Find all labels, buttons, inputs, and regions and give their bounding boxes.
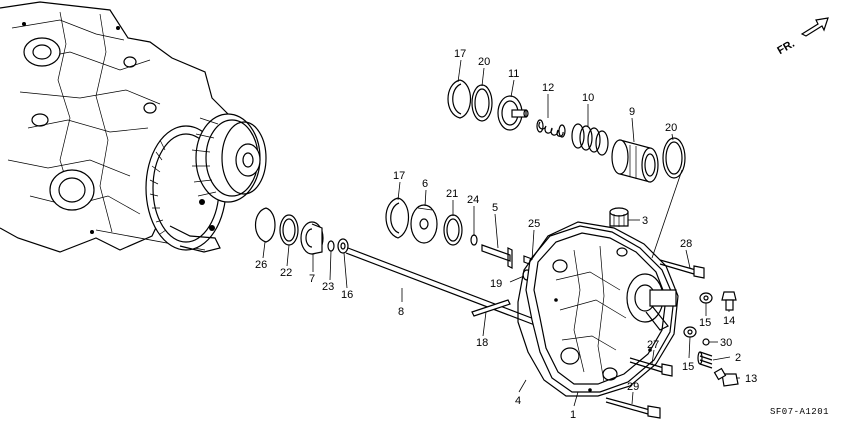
callout-12: 12 xyxy=(542,82,554,94)
o-ring-20-upper xyxy=(471,84,493,122)
front-direction-label: FR. xyxy=(775,38,796,57)
callout-29: 29 xyxy=(627,381,639,393)
pin-5 xyxy=(481,244,513,269)
callout-18: 18 xyxy=(476,337,488,349)
o-ring-24 xyxy=(470,234,478,246)
callout-13: 13 xyxy=(745,373,757,385)
spring-10 xyxy=(571,123,609,156)
callout-20-right: 20 xyxy=(665,122,677,134)
clutch-drum-assembly xyxy=(145,113,267,253)
cap-3 xyxy=(609,207,629,227)
piston-6 xyxy=(410,204,438,244)
callout-21: 21 xyxy=(446,188,458,200)
snap-ring-26 xyxy=(254,207,276,243)
washer-15-upper xyxy=(699,292,713,304)
gasket-4 xyxy=(517,221,679,397)
transmission-housing xyxy=(0,1,233,253)
callout-14: 14 xyxy=(723,315,735,327)
callout-4: 4 xyxy=(515,395,521,407)
callout-26: 26 xyxy=(255,259,267,271)
callout-16: 16 xyxy=(341,289,353,301)
callout-25: 25 xyxy=(528,218,540,230)
o-ring-21 xyxy=(443,214,463,246)
callout-17-middle: 17 xyxy=(393,170,405,182)
o-ring-22 xyxy=(279,214,299,246)
bolt-27 xyxy=(629,357,673,377)
callout-23: 23 xyxy=(322,281,334,293)
callout-10: 10 xyxy=(582,92,594,104)
spring-12 xyxy=(536,119,566,138)
callout-8: 8 xyxy=(398,306,404,318)
callout-7: 7 xyxy=(309,273,315,285)
callout-6: 6 xyxy=(422,178,428,190)
callout-5: 5 xyxy=(492,202,498,214)
callout-17-upper: 17 xyxy=(454,48,466,60)
callout-30: 30 xyxy=(720,337,732,349)
callout-2: 2 xyxy=(735,352,741,364)
o-ring-23 xyxy=(327,240,335,252)
snap-ring-17-upper xyxy=(447,79,472,119)
snap-ring-17-middle xyxy=(385,197,410,239)
callout-1: 1 xyxy=(570,409,576,421)
callout-27: 27 xyxy=(647,339,659,351)
bolt-28 xyxy=(659,259,705,279)
bolt-29 xyxy=(605,397,661,419)
callout-20-upper: 20 xyxy=(478,56,490,68)
pin-18 xyxy=(471,299,511,317)
callout-15-upper: 15 xyxy=(699,317,711,329)
callout-24: 24 xyxy=(467,194,479,206)
shaft-8 xyxy=(345,247,545,328)
callout-19: 19 xyxy=(490,278,502,290)
callout-3: 3 xyxy=(642,215,648,227)
callout-28: 28 xyxy=(680,238,692,250)
callout-9: 9 xyxy=(629,106,635,118)
spring-2 xyxy=(697,351,713,369)
callout-15-lower: 15 xyxy=(682,361,694,373)
washer-15-lower xyxy=(683,326,697,338)
leader-lines xyxy=(262,59,740,407)
accumulator-piston-9 xyxy=(611,139,659,183)
end-cover-1 xyxy=(525,225,677,393)
callout-labels: 17 20 11 12 10 9 20 17 6 21 24 5 25 3 28… xyxy=(255,48,757,421)
washer-16 xyxy=(337,238,349,254)
callout-22: 22 xyxy=(280,267,292,279)
o-ring-20-right xyxy=(662,137,686,179)
piston-7 xyxy=(300,221,324,255)
drawing-code: SF07-A1201 xyxy=(770,407,829,417)
ball-30 xyxy=(702,338,710,346)
bolt-14 xyxy=(721,291,737,311)
front-direction-arrow: FR. xyxy=(775,17,829,57)
callout-11: 11 xyxy=(508,68,519,80)
piston-11 xyxy=(497,95,529,131)
bolt-13 xyxy=(713,367,739,387)
